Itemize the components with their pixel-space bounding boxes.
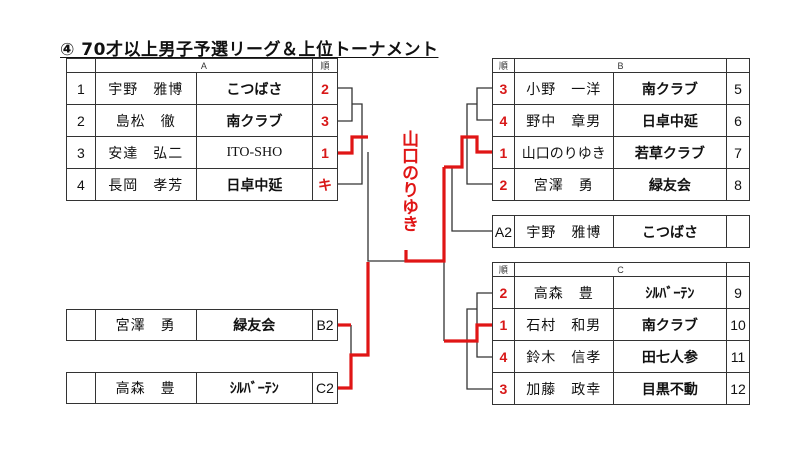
table-row: 1 山口のりゆき 若草クラブ 7	[492, 136, 750, 169]
player-name: 加藤 政幸	[513, 372, 614, 405]
table-row: 4 長岡 孝芳 日卓中延 キ	[66, 168, 338, 201]
bracket-line	[466, 308, 492, 390]
seed-label: A2	[492, 215, 515, 248]
player-club: こつばさ	[612, 215, 728, 248]
table-row: 3 安達 弘二 ITO-SHO 1	[66, 136, 338, 169]
group-a-table: A 順 1 宇野 雅博 こつばさ 2 2 島松 徹 南クラブ 3 3 安達 弘二…	[66, 58, 338, 201]
table-row: 2 宮澤 勇 緑友会 8	[492, 168, 750, 201]
player-number: 7	[726, 136, 750, 169]
player-name: 野中 章男	[513, 104, 614, 137]
player-club: 南クラブ	[195, 104, 314, 137]
player-club: 若草クラブ	[612, 136, 728, 169]
player-name: 長岡 孝芳	[94, 168, 197, 201]
player-number: 4	[66, 168, 96, 201]
bracket-line	[367, 152, 405, 262]
player-number: 10	[726, 308, 750, 341]
bracket-line	[338, 87, 353, 122]
seed-c2-row: 高森 豊 ｼﾙﾊﾞｰﾃﾝ C2	[66, 372, 338, 404]
player-name: 宮澤 勇	[94, 309, 197, 341]
player-club: 日卓中延	[195, 168, 314, 201]
player-club: 緑友会	[612, 168, 728, 201]
champion-name: 山口のりゆき	[398, 130, 418, 232]
bracket-lines-winner	[338, 135, 492, 390]
player-club: 南クラブ	[612, 72, 728, 105]
winner-line	[404, 167, 446, 263]
player-name: 高森 豊	[513, 276, 614, 309]
bracket-line	[338, 103, 363, 185]
player-name: 宮澤 勇	[513, 168, 614, 201]
table-row: 3 小野 一洋 南クラブ 5	[492, 72, 750, 105]
blank-cell	[726, 215, 750, 248]
table-row: 2 高森 豊 ｼﾙﾊﾞｰﾃﾝ 9	[492, 276, 750, 309]
seed-a2-row: A2 宇野 雅博 こつばさ	[492, 215, 750, 248]
winner-line	[444, 323, 492, 343]
table-row: 2 島松 徹 南クラブ 3	[66, 104, 338, 137]
player-rank: 3	[312, 104, 338, 137]
table-row: 1 石村 和男 南クラブ 10	[492, 308, 750, 341]
player-number: 12	[726, 372, 750, 405]
bracket-line	[451, 167, 492, 232]
player-club: 日卓中延	[612, 104, 728, 137]
winner-line	[444, 135, 492, 169]
player-number: 11	[726, 340, 750, 373]
player-number: 9	[726, 276, 750, 309]
seed-b2-row: 宮澤 勇 緑友会 B2	[66, 309, 338, 341]
seed-label: C2	[312, 372, 338, 404]
player-rank: キ	[312, 168, 338, 201]
player-club: ｼﾙﾊﾞｰﾃﾝ	[195, 372, 314, 404]
player-club: ｼﾙﾊﾞｰﾃﾝ	[612, 276, 728, 309]
bracket-line	[476, 87, 492, 121]
group-c-table: 順 C 2 高森 豊 ｼﾙﾊﾞｰﾃﾝ 9 1 石村 和男 南クラブ 10 4 鈴…	[492, 262, 750, 405]
table-row: 4 野中 章男 日卓中延 6	[492, 104, 750, 137]
winner-line	[338, 135, 368, 155]
bracket-line	[466, 103, 492, 185]
player-name: 山口のりゆき	[513, 136, 614, 169]
player-number: 3	[66, 136, 96, 169]
player-name: 鈴木 信孝	[513, 340, 614, 373]
bracket-lines-black	[338, 87, 492, 390]
table-row: 3 加藤 政幸 目黒不動 12	[492, 372, 750, 405]
player-rank: 1	[312, 136, 338, 169]
player-club: 目黒不動	[612, 372, 728, 405]
seed-label: B2	[312, 309, 338, 341]
winner-line	[338, 262, 370, 390]
player-name: 高森 豊	[94, 372, 197, 404]
player-number: 5	[726, 72, 750, 105]
player-name: 宇野 雅博	[94, 72, 197, 105]
player-rank: 2	[492, 168, 515, 201]
blank-cell	[66, 309, 96, 341]
player-number: 1	[66, 72, 96, 105]
player-number: 8	[726, 168, 750, 201]
page-title: ④ 70才以上男子予選リーグ＆上位トーナメント	[60, 40, 439, 60]
player-club: 緑友会	[195, 309, 314, 341]
group-b-table: 順 B 3 小野 一洋 南クラブ 5 4 野中 章男 日卓中延 6 1 山口のり…	[492, 58, 750, 201]
